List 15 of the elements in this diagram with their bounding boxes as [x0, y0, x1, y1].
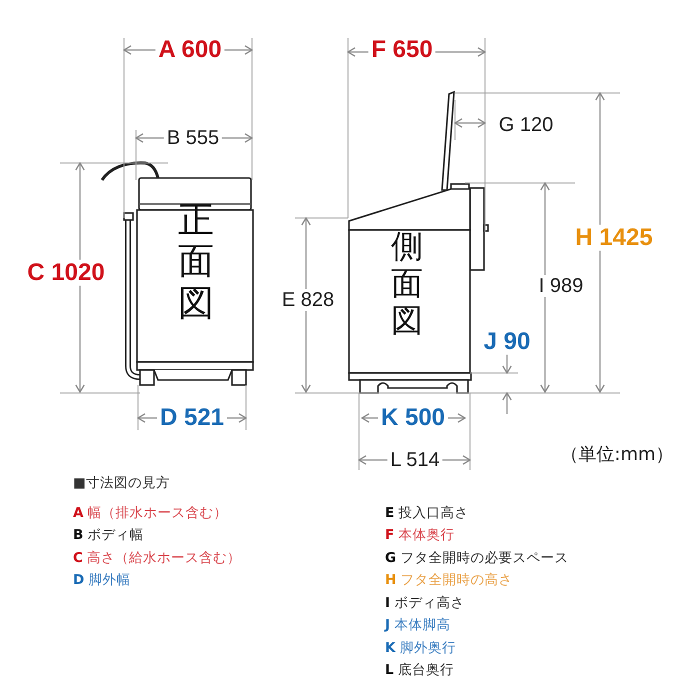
view-label: 側面図 — [390, 228, 424, 338]
key-entry: C 高さ（給水ホース含む） — [73, 549, 242, 567]
key-entry: J 本体脚高 — [385, 616, 450, 634]
key-entry: K 脚外奥行 — [385, 639, 456, 657]
key-entry: D 脚外幅 — [73, 571, 131, 589]
key-entry: F 本体奥行 — [385, 526, 455, 544]
key-entry: B ボディ幅 — [73, 526, 144, 544]
key-heading: ■寸法図の見方 — [73, 474, 170, 492]
key-entry: I ボディ高さ — [385, 594, 464, 612]
key-entry: L 底台奥行 — [385, 661, 454, 679]
key-entry: H フタ全開時の高さ — [385, 571, 513, 589]
key-entry: A 幅（排水ホース含む） — [73, 504, 228, 522]
key-entry: G フタ全開時の必要スペース — [385, 549, 568, 567]
view-label: 正面図 — [177, 200, 215, 324]
key-entry: E 投入口高さ — [385, 504, 469, 522]
